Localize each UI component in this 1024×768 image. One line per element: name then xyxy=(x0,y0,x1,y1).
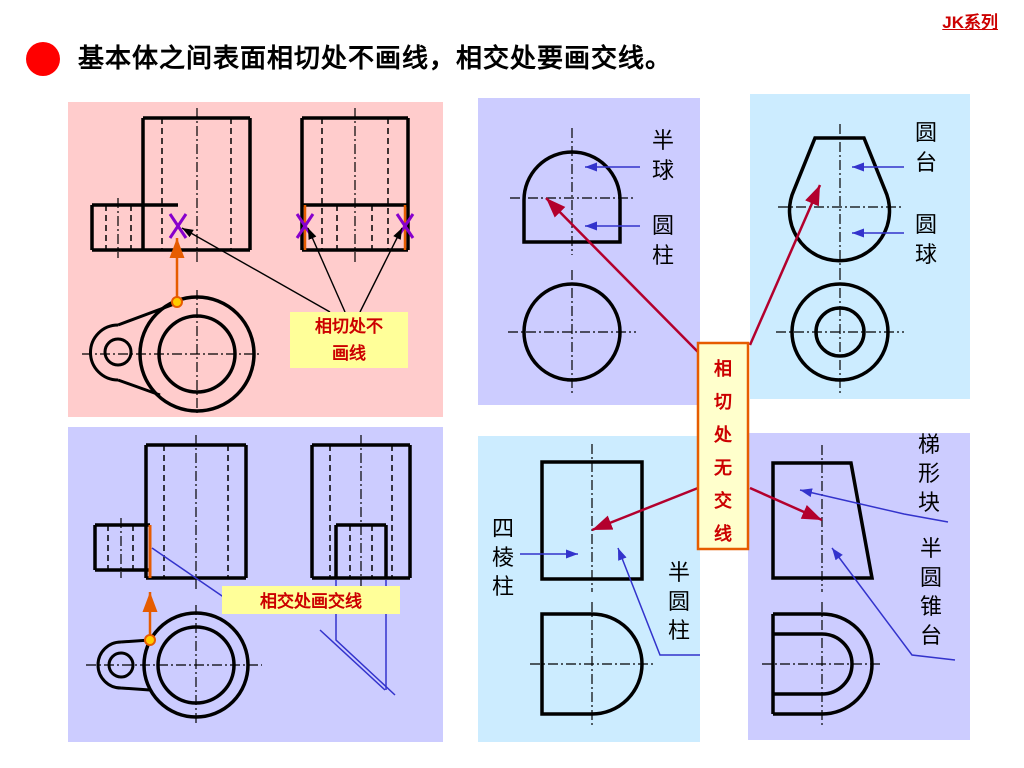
drawing-top-view-left xyxy=(86,605,262,725)
panel-intersect-examples: 相交处画交线 xyxy=(68,427,443,742)
panel-tangent-examples: 相切处不 画线 xyxy=(68,102,443,417)
brand-label: JK系列 xyxy=(942,13,998,32)
page-title: 基本体之间表面相切处不画线，相交处要画交线。 xyxy=(78,44,673,74)
drawing-front-view-right xyxy=(310,435,412,590)
label-frustum: 台 xyxy=(915,151,937,176)
callout-text: 相切处不 xyxy=(315,316,383,337)
label-square-prism: 棱 xyxy=(492,546,514,571)
label-arrows xyxy=(799,488,956,661)
drawing-front-view-right xyxy=(300,108,410,262)
center-callout-text: 相 切 处 无 交 线 xyxy=(713,359,733,545)
label-half-cone-frustum: 台 xyxy=(920,624,942,649)
callout-char: 交 xyxy=(714,490,732,512)
callout-box xyxy=(222,586,400,614)
label-half-cone-frustum: 圆 xyxy=(920,566,942,591)
label-half-cylinder: 柱 xyxy=(668,619,690,644)
label-half-cylinder: 圆 xyxy=(668,590,690,615)
tangent-point-icon xyxy=(171,296,183,308)
callout-char: 相 xyxy=(714,359,732,380)
panel-background xyxy=(748,433,970,740)
label-trapezoid-block: 块 xyxy=(918,491,940,516)
label-cylinder: 柱 xyxy=(652,244,674,269)
callout-char: 线 xyxy=(714,523,732,545)
label-cylinder: 圆 xyxy=(652,214,674,239)
label-trapezoid-block: 梯 xyxy=(918,433,940,458)
callout-text: 相交处画交线 xyxy=(260,591,362,612)
label-square-prism: 柱 xyxy=(492,575,514,600)
label-hemisphere: 球 xyxy=(652,159,674,184)
label-half-cone-frustum: 锥 xyxy=(920,595,942,620)
callout-box xyxy=(290,312,408,368)
callout-leaders xyxy=(181,227,403,313)
callout-char: 切 xyxy=(714,392,732,413)
callout-char: 处 xyxy=(713,424,733,446)
label-half-cylinder: 半 xyxy=(668,561,690,586)
callout-char: 无 xyxy=(714,458,732,479)
panel-trapezoid-half-frustum: 梯 形 块 半 圆 锥 台 xyxy=(748,433,970,740)
label-half-cone-frustum: 半 xyxy=(920,537,942,562)
label-trapezoid-block: 形 xyxy=(918,462,940,487)
drawing-front-view-left xyxy=(90,108,252,262)
center-callout-arrows xyxy=(545,184,823,532)
drawing-top-view-left xyxy=(82,290,262,415)
label-square-prism: 四 xyxy=(492,517,514,542)
label-frustum: 圆 xyxy=(915,121,937,146)
label-arrows xyxy=(520,547,700,656)
bullet-icon xyxy=(26,42,60,76)
drawing-frustum-sphere xyxy=(776,124,904,395)
label-sphere: 圆 xyxy=(915,213,937,238)
center-callout-box xyxy=(696,341,750,551)
label-sphere: 球 xyxy=(915,243,937,268)
label-arrows xyxy=(585,162,640,231)
callout-text: 画线 xyxy=(332,343,366,364)
label-hemisphere: 半 xyxy=(652,129,674,154)
panel-background xyxy=(478,436,700,742)
drawing-hemisphere-cylinder xyxy=(508,128,636,395)
panel-background xyxy=(478,98,700,405)
panel-hemisphere-cylinder: 半 球 圆 柱 xyxy=(478,98,700,405)
label-arrows xyxy=(852,162,904,238)
panel-frustum-sphere: 圆 台 圆 球 xyxy=(750,94,970,399)
intersect-point-icon xyxy=(144,634,156,646)
drawing-trapezoid-half-frustum xyxy=(762,445,882,725)
panel-prism-half-cylinder: 四 棱 柱 半 圆 柱 xyxy=(478,436,700,742)
